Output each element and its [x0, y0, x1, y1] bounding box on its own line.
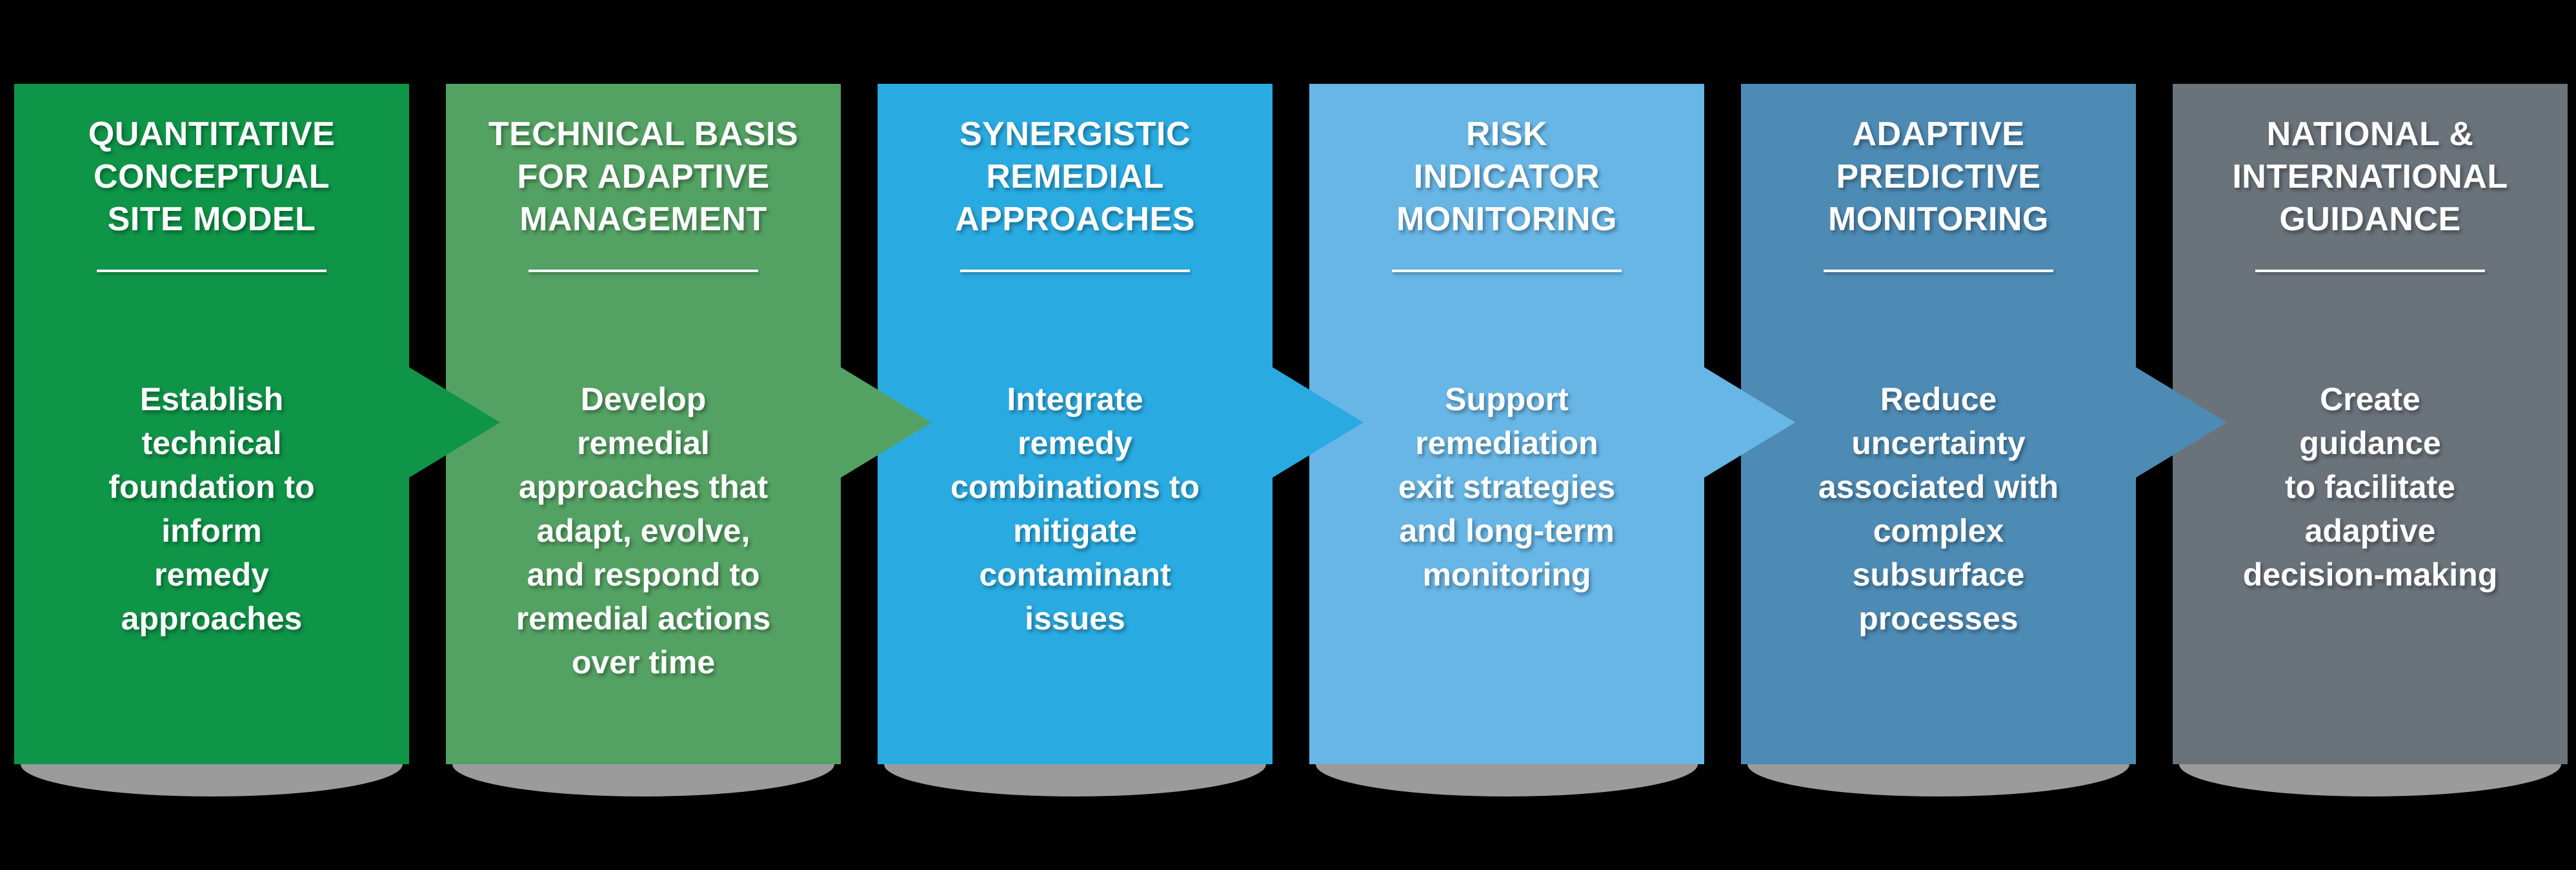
panel-title: QUANTITATIVE CONCEPTUAL SITE MODEL	[88, 115, 336, 238]
title-divider	[97, 270, 327, 272]
panel-description: Develop remedial approaches that adapt, …	[516, 381, 771, 680]
panel-description: Create guidance to facilitate adaptive d…	[2242, 381, 2498, 593]
title-divider	[528, 270, 758, 272]
title-divider	[1824, 270, 2053, 272]
panel-title: RISK INDICATOR MONITORING	[1396, 115, 1618, 238]
panel-title: TECHNICAL BASIS FOR ADAPTIVE MANAGEMENT	[488, 115, 799, 238]
panel-description: Establish technical foundation to inform…	[108, 381, 315, 637]
panel-national-international-guidance: NATIONAL & INTERNATIONAL GUIDANCE Create…	[2173, 84, 2568, 764]
panel-title: SYNERGISTIC REMEDIAL APPROACHES	[955, 115, 1195, 238]
panel-adaptive-predictive-monitoring: ADAPTIVE PREDICTIVE MONITORING Reduce un…	[1741, 84, 2136, 764]
flow-arrow-right-icon	[1702, 366, 1795, 479]
panel-description: Reduce uncertainty associated with compl…	[1818, 381, 2059, 637]
flow-arrow-right-icon	[2133, 366, 2227, 479]
title-divider	[1392, 270, 1622, 272]
title-divider	[2255, 270, 2485, 272]
panel-synergistic-remedial-approaches: SYNERGISTIC REMEDIAL APPROACHES Integrat…	[878, 84, 1273, 764]
panel-technical-basis-for-adaptive-management: TECHNICAL BASIS FOR ADAPTIVE MANAGEMENT …	[446, 84, 841, 764]
panel-description: Support remediation exit strategies and …	[1398, 381, 1616, 593]
panel-title: ADAPTIVE PREDICTIVE MONITORING	[1827, 115, 2049, 238]
flow-arrow-right-icon	[838, 366, 932, 479]
panel-description: Integrate remedy combinations to mitigat…	[950, 381, 1200, 637]
panel-risk-indicator-monitoring: RISK INDICATOR MONITORING Support remedi…	[1309, 84, 1704, 764]
flow-arrow-right-icon	[407, 366, 500, 479]
flow-arrow-right-icon	[1270, 366, 1363, 479]
title-divider	[960, 270, 1190, 272]
panel-title: NATIONAL & INTERNATIONAL GUIDANCE	[2232, 115, 2508, 238]
panel-quantitative-conceptual-site-model: QUANTITATIVE CONCEPTUAL SITE MODEL Estab…	[14, 84, 409, 764]
